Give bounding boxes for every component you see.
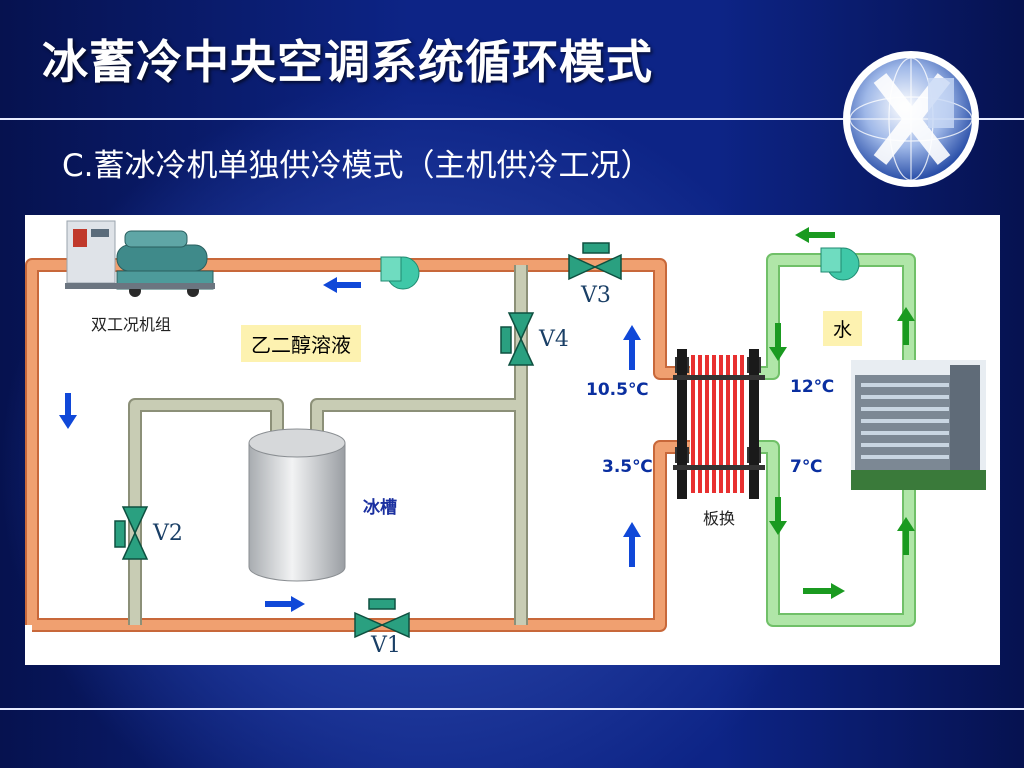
plate-hx-label: 板换 [703, 509, 736, 528]
ice-tank-icon [248, 428, 346, 582]
temp-water-supply: 7℃ [790, 457, 823, 477]
pump-icon-water [820, 247, 860, 281]
chiller-unit-icon [65, 220, 215, 297]
plate-heat-exchanger-icon [673, 349, 765, 499]
circulation-diagram: 双工况机组 乙二醇溶液 冰槽 板换 水 V3 V4 V2 V1 10.5℃ 3.… [25, 215, 1000, 665]
pump-icon-glycol [380, 256, 420, 290]
valve-label-v1: V1 [371, 633, 401, 658]
glycol-solution-label: 乙二醇溶液 [241, 325, 361, 362]
temp-glycol-in: 10.5℃ [586, 380, 649, 400]
water-label: 水 [823, 311, 863, 346]
chiller-label: 双工况机组 [91, 315, 172, 334]
flow-arrow-icon-green [769, 227, 915, 599]
slide-title: 冰蓄冷中央空调系统循环模式 [42, 35, 653, 89]
valve-icon-v1 [354, 598, 410, 639]
temp-water-return: 12℃ [790, 377, 835, 397]
valve-icon-v4 [500, 312, 535, 366]
slide-subtitle: C.蓄冰冷机单独供冷模式（主机供冷工况） [62, 148, 652, 184]
pipe-network [25, 220, 986, 639]
footer-divider [0, 708, 1024, 710]
title-divider-top [0, 118, 1024, 120]
valve-label-v2: V2 [153, 521, 183, 546]
valve-icon-v3 [568, 242, 622, 281]
valve-label-v3: V3 [581, 283, 611, 308]
valve-icon-v2 [114, 506, 149, 560]
flow-arrow-icon-blue [59, 277, 641, 612]
valve-label-v4: V4 [539, 327, 569, 352]
temp-glycol-out: 3.5℃ [602, 457, 653, 477]
globe-logo-icon [843, 51, 979, 187]
ice-tank-label: 冰槽 [363, 498, 397, 518]
building-icon [851, 360, 986, 490]
